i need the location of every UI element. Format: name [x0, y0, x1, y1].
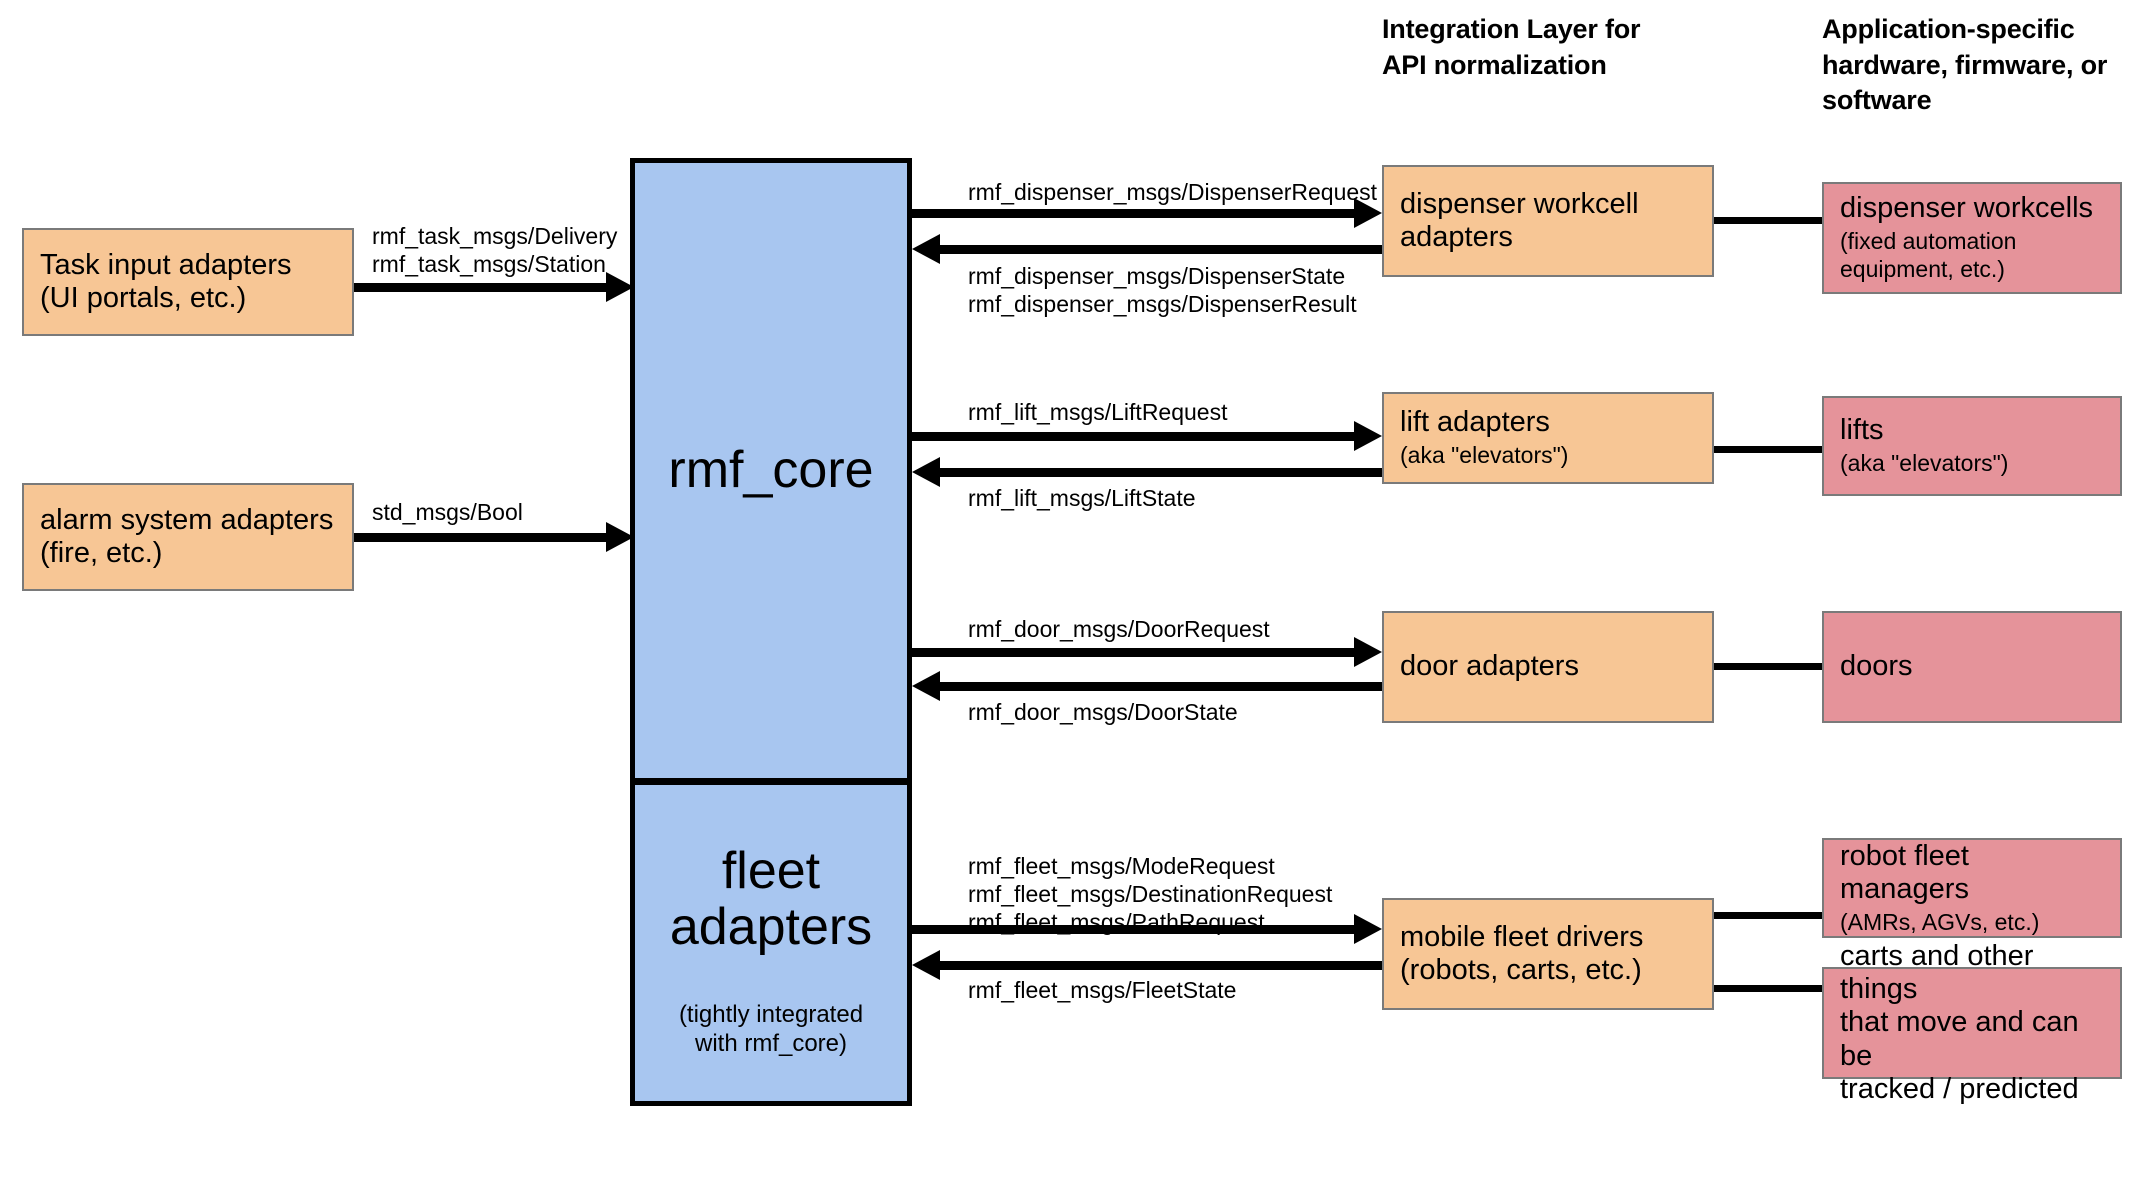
arrow-core-to-fleet-drivers: [912, 914, 1382, 944]
arrow-fleet-drivers-to-core: [912, 950, 1382, 980]
node-robot-fleet-managers[interactable]: robot fleet managers (AMRs, AGVs, etc.): [1822, 838, 2122, 938]
node-subtitle: (fire, etc.): [40, 537, 163, 569]
arrow-head: [912, 950, 940, 980]
node-dispenser-workcell-adapters[interactable]: dispenser workcell adapters: [1382, 165, 1714, 277]
arrow-core-to-dispenser-adapters: [912, 198, 1382, 228]
node-lifts[interactable]: lifts (aka "elevators"): [1822, 396, 2122, 496]
node-mobile-fleet-drivers[interactable]: mobile fleet drivers (robots, carts, etc…: [1382, 898, 1714, 1010]
arrow-shaft: [938, 961, 1382, 970]
arrow-shaft: [354, 533, 608, 542]
node-title: mobile fleet drivers: [1400, 920, 1644, 953]
node-title: door adapters: [1400, 650, 1579, 683]
arrow-head: [606, 272, 634, 302]
node-carts-and-other-things[interactable]: carts and other things that move and can…: [1822, 940, 2122, 1105]
node-task-input-adapters[interactable]: Task input adapters (UI portals, etc.): [22, 228, 354, 336]
arrow-shaft: [912, 925, 1356, 934]
arrow-lift-adapters-to-core: [912, 457, 1382, 487]
node-title: lifts: [1840, 414, 1884, 447]
arrow-head: [606, 522, 634, 552]
edge-label-lift-state: rmf_lift_msgs/LiftState: [968, 485, 1196, 511]
edge-label-dispenser-state-result: rmf_dispenser_msgs/DispenserState rmf_di…: [968, 263, 1357, 318]
edge-label-task-msgs: rmf_task_msgs/Delivery rmf_task_msgs/Sta…: [372, 223, 618, 278]
node-title: carts and other things that move and can…: [1840, 940, 2079, 1105]
link-lift-adapters-to-lifts: [1714, 446, 1822, 453]
arrow-shaft: [912, 648, 1356, 657]
node-subtitle: (fixed automation equipment, etc.): [1840, 228, 2017, 283]
node-dispenser-workcells[interactable]: dispenser workcells (fixed automation eq…: [1822, 182, 2122, 294]
core-divider: [630, 778, 912, 785]
edge-label-dispenser-request: rmf_dispenser_msgs/DispenserRequest: [968, 179, 1378, 205]
arrow-head: [912, 457, 940, 487]
column-heading-application-specific: Application-specific hardware, firmware,…: [1822, 14, 2108, 116]
arrow-head: [912, 234, 940, 264]
link-fleet-drivers-to-carts: [1714, 985, 1822, 992]
node-subtitle: (aka "elevators"): [1400, 442, 1569, 469]
edge-label-std-msgs-bool: std_msgs/Bool: [372, 499, 523, 525]
arrow-head: [912, 671, 940, 701]
node-door-adapters[interactable]: door adapters: [1382, 611, 1714, 723]
edge-label-lift-request: rmf_lift_msgs/LiftRequest: [968, 399, 1228, 425]
arrow-shaft: [938, 468, 1382, 477]
core-label-rmf-core: rmf_core: [668, 441, 874, 499]
link-door-adapters-to-doors: [1714, 663, 1822, 670]
node-title: Task input adapters: [40, 248, 292, 281]
edge-label-door-state: rmf_door_msgs/DoorState: [968, 699, 1238, 725]
node-title: alarm system adapters: [40, 503, 334, 536]
arrow-alarm-to-core: [354, 522, 634, 552]
edge-label-fleet-requests: rmf_fleet_msgs/ModeRequest rmf_fleet_msg…: [968, 853, 1333, 936]
core-block-rmf-core[interactable]: [630, 158, 912, 1106]
link-fleet-drivers-to-robot-fleet-managers: [1714, 912, 1822, 919]
arrow-shaft: [912, 432, 1356, 441]
arrow-head: [1354, 914, 1382, 944]
arrow-dispenser-adapters-to-core: [912, 234, 1382, 264]
arrow-head: [1354, 637, 1382, 667]
arrow-core-to-lift-adapters: [912, 421, 1382, 451]
node-doors[interactable]: doors: [1822, 611, 2122, 723]
arrow-shaft: [912, 209, 1356, 218]
arrow-head: [1354, 421, 1382, 451]
arrow-task-input-to-core: [354, 272, 634, 302]
node-subtitle: (robots, carts, etc.): [1400, 954, 1642, 986]
node-title: dispenser workcells: [1840, 192, 2094, 225]
link-dispenser-adapters-to-workcells: [1714, 217, 1822, 224]
edge-label-door-request: rmf_door_msgs/DoorRequest: [968, 616, 1270, 642]
node-title: doors: [1840, 650, 1913, 683]
edge-label-fleet-state: rmf_fleet_msgs/FleetState: [968, 977, 1237, 1003]
arrow-shaft: [938, 682, 1382, 691]
node-title: robot fleet managers: [1840, 839, 1969, 905]
arrow-shaft: [938, 245, 1382, 254]
node-lift-adapters[interactable]: lift adapters (aka "elevators"): [1382, 392, 1714, 484]
core-label-fleet-adapters: fleet adapters: [669, 842, 873, 957]
node-subtitle: (UI portals, etc.): [40, 282, 247, 314]
arrow-core-to-door-adapters: [912, 637, 1382, 667]
node-subtitle: (aka "elevators"): [1840, 450, 2009, 477]
node-title: dispenser workcell adapters: [1400, 187, 1639, 253]
arrow-head: [1354, 198, 1382, 228]
node-alarm-system-adapters[interactable]: alarm system adapters (fire, etc.): [22, 483, 354, 591]
column-heading-integration-layer: Integration Layer for API normalization: [1382, 14, 1641, 80]
node-title: lift adapters: [1400, 406, 1550, 439]
core-sublabel-fleet-adapters: (tightly integrated with rmf_core): [678, 1001, 864, 1058]
node-subtitle: (AMRs, AGVs, etc.): [1840, 908, 2040, 935]
arrow-shaft: [354, 283, 608, 292]
arrow-door-adapters-to-core: [912, 671, 1382, 701]
